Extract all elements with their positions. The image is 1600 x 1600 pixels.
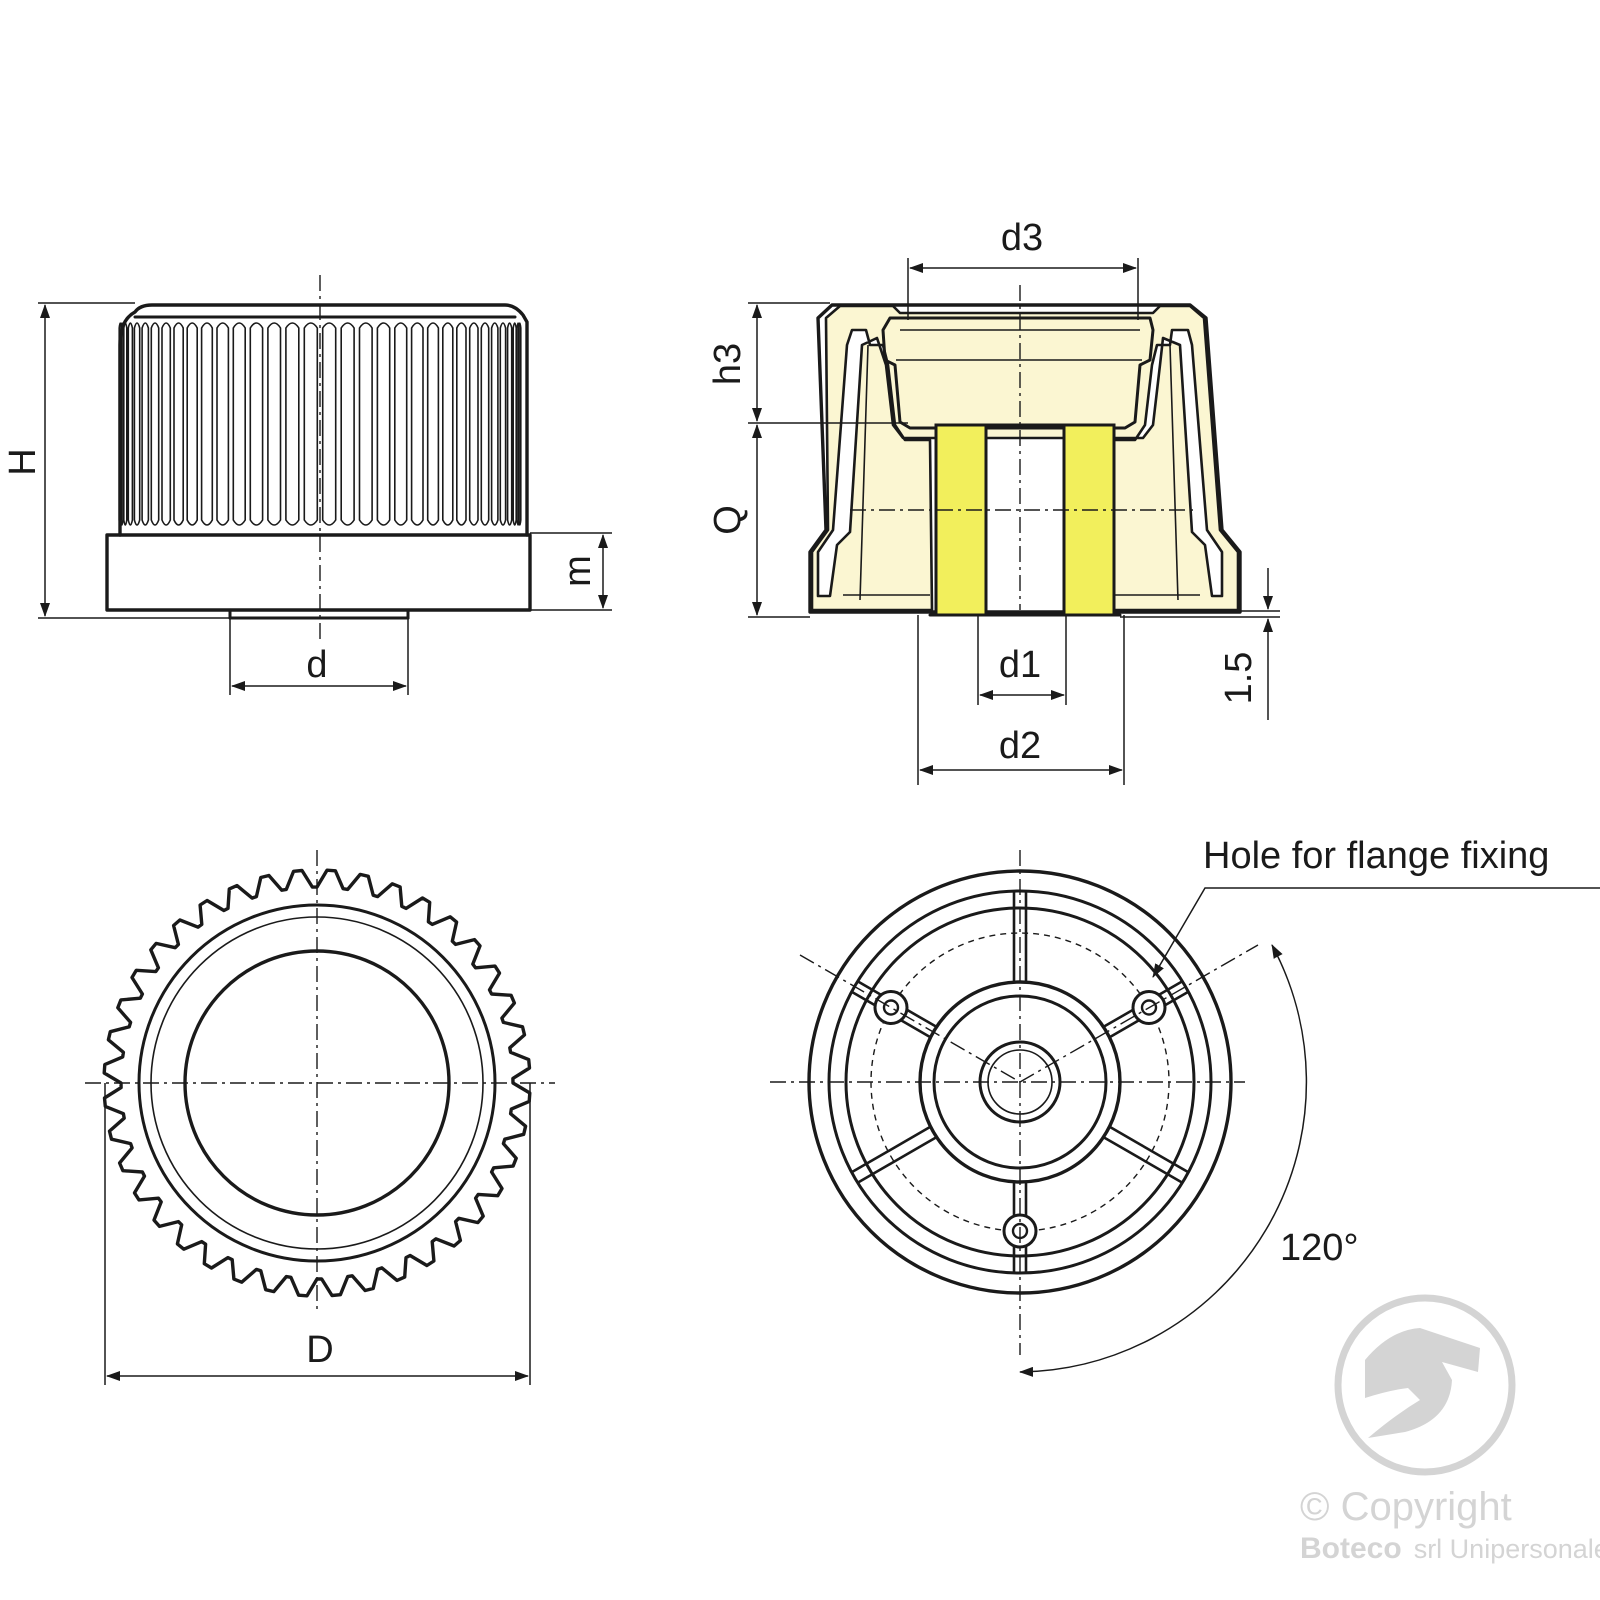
insert-right [1062,423,1116,617]
fixing-hole [882,999,900,1016]
angle-arc [1019,944,1308,1377]
rib [216,322,230,526]
rib [303,322,319,526]
bottom-view: 120° Hole for flange fixing [770,835,1600,1377]
h3-label: h3 [707,343,749,385]
big-d-label: D [306,1329,333,1371]
m-label: m [557,555,599,587]
top-view: D [85,850,555,1385]
rib [506,322,513,526]
d1-label: d1 [999,644,1041,686]
angle-label: 120° [1280,1227,1359,1269]
rib [186,322,198,526]
hole-axis-left [799,954,1021,1083]
rib [490,322,499,526]
side-view: H m d [2,275,612,695]
rib [499,322,507,526]
company-name: Boteco [1300,1532,1402,1565]
inner-wall-left [859,344,869,601]
rib [285,322,300,526]
section-view: d3 h3 Q 1.5 d1 d2 [707,217,1280,785]
spoke-edge [850,1125,932,1174]
rib [150,322,160,526]
hole-leader [1152,887,1600,978]
knurled-ribs [118,322,522,526]
hole-note: Hole for flange fixing [1203,835,1549,877]
section-outline [808,303,1242,614]
body-shell [810,304,1240,612]
d3-label: d3 [1001,217,1043,259]
copyright-text: © Copyright [1300,1485,1512,1529]
company-line: Boteco srl Unipersonale [1300,1532,1600,1565]
hole-axis-right [1019,944,1259,1083]
rib [249,322,264,526]
base-collar [105,533,532,612]
rib [480,322,490,526]
rib [442,322,454,526]
inner-wall-right [1169,344,1179,601]
company-suffix: srl Unipersonale [1414,1534,1600,1564]
spoke-edge [856,1136,938,1184]
rib [410,322,424,526]
boteco-logo-icon [1334,1294,1516,1476]
rib [161,322,172,526]
rib [232,322,246,526]
rib [127,322,134,526]
rib [376,322,391,526]
rib [123,322,128,526]
rib [426,322,440,526]
rib [173,322,184,526]
rib [456,322,467,526]
watermark: © Copyright Boteco srl Unipersonale [1300,1294,1600,1565]
rib [468,322,479,526]
spoke-edge [1108,1125,1190,1174]
rib [518,322,522,526]
fixing-hole-boss [873,990,909,1025]
rib [512,322,517,526]
offset-label: 1.5 [1218,652,1260,705]
top-recess [881,316,1155,430]
rib [394,322,408,526]
rib [200,322,214,526]
rib [141,322,150,526]
h-label: H [2,448,44,475]
rib [358,322,373,526]
side-view-outline [118,303,529,537]
insert-left [934,423,988,617]
rib [340,322,355,526]
d2-label: d2 [999,725,1041,767]
rib [321,322,337,526]
rib [133,322,141,526]
spoke-edge [1102,1136,1184,1184]
q-label: Q [707,505,749,535]
rib [267,322,282,526]
d-label: d [306,644,327,686]
